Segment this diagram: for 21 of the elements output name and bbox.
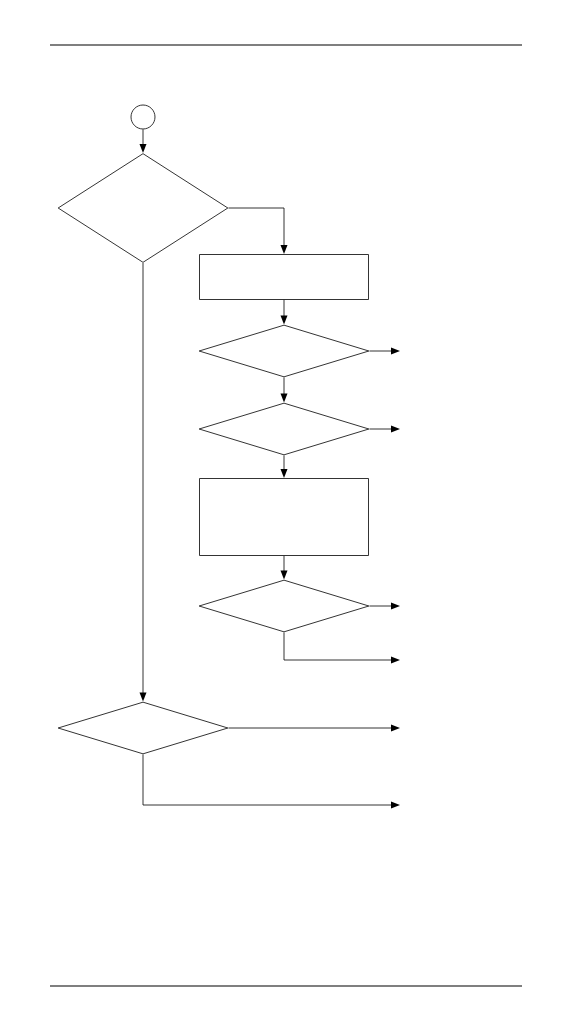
arrow [280, 455, 288, 479]
process-box [199, 254, 369, 300]
arrow [142, 754, 400, 809]
decision-diamond [57, 153, 229, 263]
decision-diamond [198, 402, 370, 456]
decision-diamond [198, 579, 370, 633]
arrow [280, 299, 288, 325]
arrow [280, 555, 288, 580]
arrow [228, 724, 400, 732]
process-box [199, 478, 369, 556]
arrow [369, 425, 400, 433]
decision-diamond [57, 701, 229, 755]
arrow [139, 129, 147, 154]
start-circle [130, 104, 156, 130]
arrow [283, 632, 400, 664]
arrow [228, 207, 288, 255]
arrow [369, 347, 400, 355]
arrow [280, 377, 288, 403]
arrow [369, 602, 400, 610]
decision-diamond [198, 324, 370, 378]
arrow [139, 262, 147, 702]
